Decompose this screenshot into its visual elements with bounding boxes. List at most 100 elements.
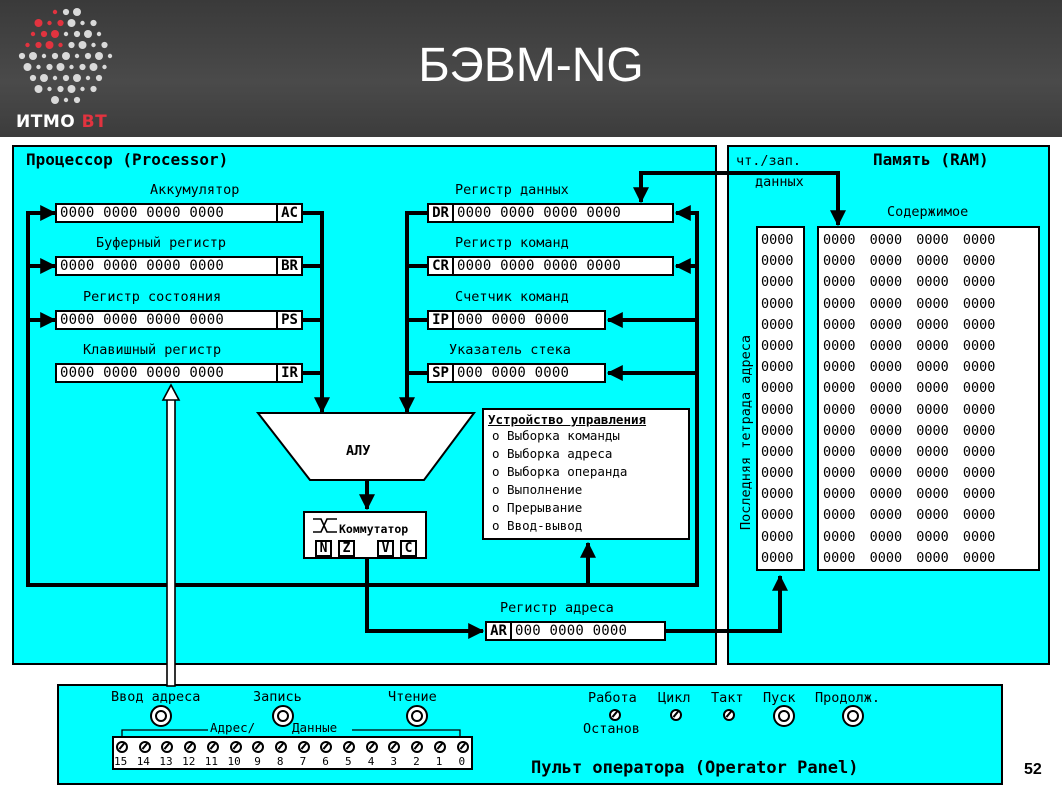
bit-number-label: 7 xyxy=(299,755,307,768)
left-reg-label-ac: Аккумулятор xyxy=(150,182,240,198)
register-tag: AC xyxy=(276,205,301,221)
memory-address-cell: 0000 xyxy=(761,316,794,333)
bit-number-label: 12 xyxy=(182,755,196,768)
memory-content-row: 0000 0000 0000 0000 xyxy=(823,528,996,545)
bit-switch-11[interactable] xyxy=(206,741,219,753)
register-tag: BR xyxy=(276,258,301,274)
register-tag: DR xyxy=(429,205,454,221)
logo-text: ИТМО ВТ xyxy=(16,112,108,132)
mode-label-work: Работа xyxy=(588,690,637,706)
right-reg-label-dr: Регистр данных xyxy=(455,182,569,198)
memory-address-cell: 0000 xyxy=(761,528,794,545)
btn-label-write: Запись xyxy=(253,689,302,705)
continue-button[interactable] xyxy=(842,705,864,727)
contents-label: Содержимое xyxy=(887,204,969,220)
read-button[interactable] xyxy=(406,705,428,727)
bit-switch-15[interactable] xyxy=(116,741,128,753)
flag-n: N xyxy=(315,540,332,557)
bit-number-label: 11 xyxy=(204,755,219,768)
cycle-switch[interactable] xyxy=(670,709,682,721)
rw-label: чт./зап. xyxy=(736,153,802,169)
bit-switch-14[interactable] xyxy=(138,741,151,753)
memory-address-cell: 0000 xyxy=(761,422,794,439)
memory-content-row: 0000 0000 0000 0000 xyxy=(823,274,996,291)
cu-item-fetch: o Выборка команды xyxy=(492,428,620,443)
btn-label-address-input: Ввод адреса xyxy=(111,689,201,705)
memory-address-cell: 0000 xyxy=(761,486,794,503)
control-unit: Устройство управления o Выборка команды … xyxy=(482,408,690,540)
bit-number-label: 14 xyxy=(136,755,150,768)
start-label: Пуск xyxy=(763,690,796,706)
bit-switch-1[interactable] xyxy=(433,741,446,753)
memory-address-cell: 0000 xyxy=(761,380,794,397)
register-value: 0000 0000 0000 0000 xyxy=(457,205,621,221)
bit-number-label: 2 xyxy=(413,755,420,768)
bit-switch-2[interactable] xyxy=(411,741,424,753)
bit-number-label: 8 xyxy=(276,755,284,768)
bit-switch-9[interactable] xyxy=(252,741,265,753)
bit-number-label: 15 xyxy=(114,755,128,768)
memory-content-row: 0000 0000 0000 0000 xyxy=(823,465,996,482)
address-label: Адрес/ xyxy=(210,720,256,735)
bit-switch-6[interactable] xyxy=(320,741,333,753)
bit-switch-12[interactable] xyxy=(184,741,197,753)
address-axis-label: Последняя тетрада адреса xyxy=(738,334,754,530)
memory-title: Память (RAM) xyxy=(873,150,989,169)
work-stop-switch[interactable] xyxy=(609,709,621,721)
memory-address-cell: 0000 xyxy=(761,443,794,460)
cu-item-address: o Выборка адреса xyxy=(492,446,613,461)
bit-number-label: 1 xyxy=(435,755,443,768)
bit-switch-3[interactable] xyxy=(388,741,401,753)
memory-content-row: 0000 0000 0000 0000 xyxy=(823,422,996,439)
write-button[interactable] xyxy=(272,705,294,727)
step-switch[interactable] xyxy=(723,709,735,721)
bit-number-label: 9 xyxy=(254,755,261,768)
cu-item-interrupt: o Прерывание xyxy=(492,500,583,515)
switch-label: Коммутатор xyxy=(339,522,409,536)
mode-label-cycle: Цикл xyxy=(658,690,691,706)
memory-address-cell: 0000 xyxy=(761,465,794,482)
bit-switch-7[interactable] xyxy=(297,741,310,753)
register-value: 0000 0000 0000 0000 xyxy=(60,365,224,381)
operator-panel-title: Пульт оператора (Operator Panel) xyxy=(531,758,859,778)
address-input-button[interactable] xyxy=(150,705,172,727)
btn-label-read: Чтение xyxy=(388,689,437,705)
start-button[interactable] xyxy=(773,705,795,727)
bit-switch-10[interactable] xyxy=(229,741,242,753)
memory-content-row: 0000 0000 0000 0000 xyxy=(823,486,996,503)
memory-content-row: 0000 0000 0000 0000 xyxy=(823,337,996,354)
right-reg-label-sp: Указатель стека xyxy=(449,342,571,358)
cu-item-io: o Ввод-вывод xyxy=(492,518,583,533)
memory-address-cell: 0000 xyxy=(761,232,794,248)
memory-content-row: 0000 0000 0000 0000 xyxy=(823,359,996,376)
alu-label: АЛУ xyxy=(346,443,371,459)
page-title: БЭВМ-NG xyxy=(418,39,644,92)
flag-z: Z xyxy=(338,540,355,557)
bit-switch-13[interactable] xyxy=(161,741,174,753)
bit-number-label: 13 xyxy=(159,755,173,768)
memory-address-cell: 0000 xyxy=(761,507,794,524)
left-reg-label-br: Буферный регистр xyxy=(96,235,227,251)
bit-switch-8[interactable] xyxy=(274,741,287,753)
commutator-icon xyxy=(313,518,337,533)
bit-number-label: 5 xyxy=(345,755,352,768)
processor-title: Процессор (Processor) xyxy=(26,150,229,169)
register-value: 0000 0000 0000 0000 xyxy=(60,312,224,328)
bit-switch-0[interactable] xyxy=(456,741,469,753)
bit-switch-4[interactable] xyxy=(365,741,378,753)
cu-item-operand: o Выборка операнда xyxy=(492,464,628,479)
bit-switch-5[interactable] xyxy=(343,741,355,753)
right-reg-label-cr: Регистр команд xyxy=(455,235,569,251)
itmo-logo-icon xyxy=(18,8,113,104)
bit-number-label: 6 xyxy=(322,755,329,768)
bit-number-label: 0 xyxy=(458,755,466,768)
